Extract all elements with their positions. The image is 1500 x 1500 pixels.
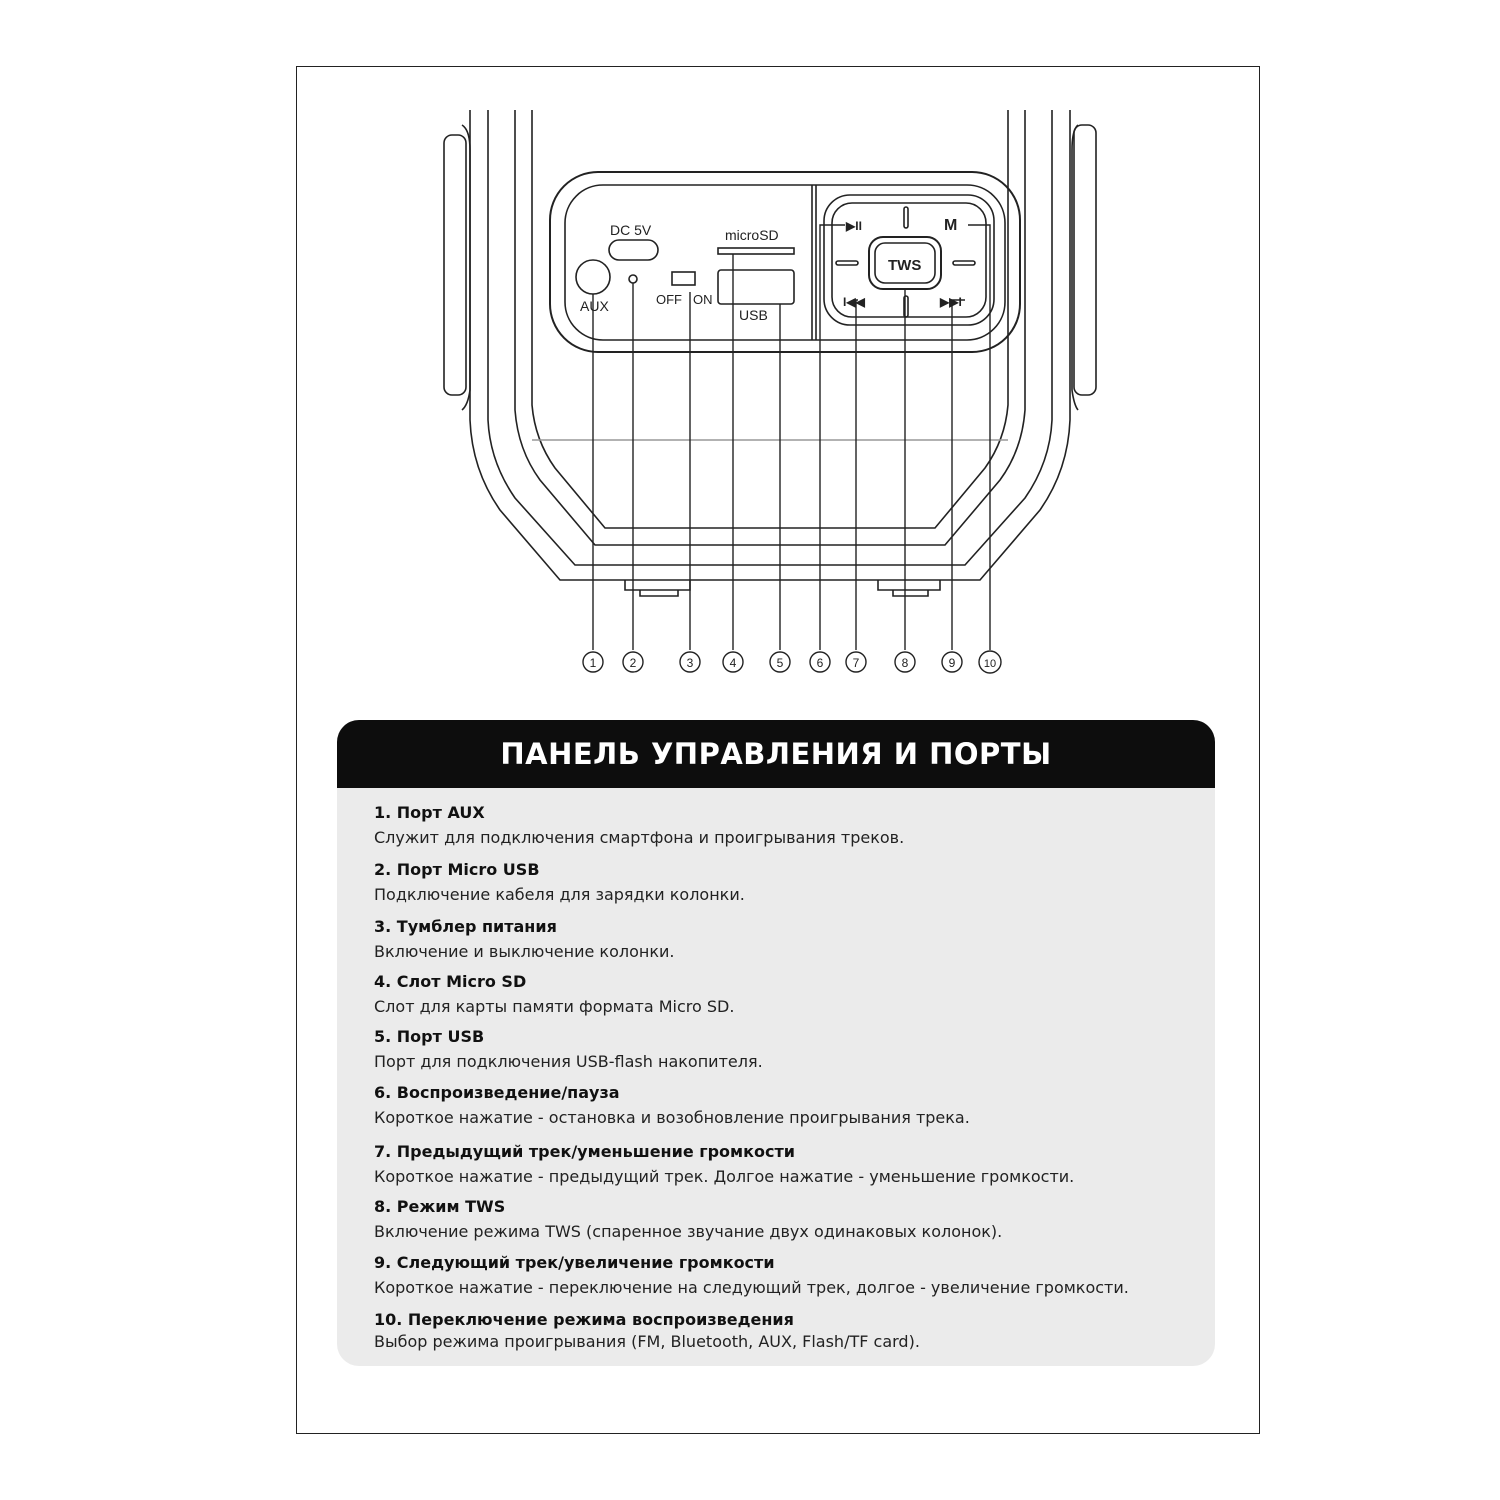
- list-item: 2. Порт Micro USB Подключение кабеля для…: [374, 860, 745, 905]
- list-item: 3. Тумблер питания Включение и выключени…: [374, 917, 675, 962]
- on-label: ON: [693, 292, 713, 307]
- list-item: 1. Порт AUX Служит для подключения смарт…: [374, 803, 904, 848]
- item-title: 7. Предыдущий трек/уменьшение громкости: [374, 1142, 795, 1161]
- control-panel-outline: [549, 171, 1021, 353]
- previous-track-icon: I◀◀: [843, 295, 866, 309]
- callout-2: 2: [630, 656, 637, 670]
- dc-label: DC 5V: [610, 222, 652, 238]
- usb-port: [717, 269, 795, 305]
- item-description: Короткое нажатие - переключение на следу…: [374, 1278, 1129, 1297]
- aux-port: [575, 259, 611, 295]
- item-title: 10. Переключение режима воспроизведения: [374, 1310, 794, 1329]
- power-switch: [671, 271, 696, 286]
- item-description: Включение режима TWS (спаренное звучание…: [374, 1222, 1003, 1241]
- callout-10: 10: [984, 658, 996, 670]
- description-panel: [337, 788, 1215, 1366]
- item-description: Подключение кабеля для зарядки колонки.: [374, 885, 745, 904]
- list-item: 10. Переключение режима воспроизведения …: [374, 1310, 920, 1352]
- off-label: OFF: [656, 292, 682, 307]
- list-item: 8. Режим TWS Включение режима TWS (спаре…: [374, 1197, 1002, 1242]
- list-item: 7. Предыдущий трек/уменьшение громкости …: [374, 1142, 1074, 1187]
- item-description: Включение и выключение колонки.: [374, 942, 675, 961]
- callout-3: 3: [687, 656, 694, 670]
- item-title: 8. Режим TWS: [374, 1197, 506, 1216]
- button-cluster: [823, 194, 995, 326]
- aux-label: AUX: [580, 298, 609, 314]
- item-title: 2. Порт Micro USB: [374, 860, 540, 879]
- callout-8: 8: [902, 656, 909, 670]
- list-item: 6. Воспроизведение/пауза Короткое нажати…: [374, 1083, 970, 1128]
- mode-label: M: [944, 217, 957, 234]
- item-description: Выбор режима проигрывания (FM, Bluetooth…: [374, 1332, 920, 1351]
- page-frame: [296, 66, 1260, 1434]
- callout-6: 6: [817, 656, 824, 670]
- item-title: 3. Тумблер питания: [374, 917, 557, 936]
- item-title: 5. Порт USB: [374, 1027, 485, 1046]
- item-description: Служит для подключения смартфона и проиг…: [374, 828, 905, 847]
- microsd-slot: [717, 247, 795, 255]
- item-title: 4. Слот Micro SD: [374, 972, 527, 991]
- callout-4: 4: [730, 656, 737, 670]
- list-item: 5. Порт USB Порт для подключения USB-fla…: [374, 1027, 763, 1072]
- play-pause-icon: ▶II: [845, 219, 862, 233]
- item-description: Короткое нажатие - предыдущий трек. Долг…: [374, 1167, 1075, 1186]
- speaker-outer-outline: [469, 110, 1071, 581]
- item-title: 9. Следующий трек/увеличение громкости: [374, 1253, 775, 1272]
- usb-label: USB: [739, 307, 768, 323]
- item-description: Короткое нажатие - остановка и возобновл…: [374, 1108, 970, 1127]
- section-title: ПАНЕЛЬ УПРАВЛЕНИЯ И ПОРТЫ: [337, 720, 1215, 788]
- microsd-label: microSD: [725, 227, 779, 243]
- next-track-icon: ▶▶I: [939, 295, 962, 309]
- item-title: 6. Воспроизведение/пауза: [374, 1083, 620, 1102]
- item-description: Слот для карты памяти формата Micro SD.: [374, 997, 735, 1016]
- callout-leaders: [592, 224, 991, 650]
- callout-5: 5: [777, 656, 784, 670]
- list-item: 9. Следующий трек/увеличение громкости К…: [374, 1253, 1129, 1298]
- item-description: Порт для подключения USB-flash накопител…: [374, 1052, 763, 1071]
- speaker-panel-diagram: DC 5V microSD AUX OFF ON USB TWS M ▶II I…: [443, 110, 1097, 674]
- callout-9: 9: [949, 656, 956, 670]
- tws-label: TWS: [888, 257, 921, 274]
- callout-7: 7: [853, 656, 860, 670]
- dc-port: [608, 239, 659, 261]
- list-item: 4. Слот Micro SD Слот для карты памяти ф…: [374, 972, 734, 1017]
- led-indicator: [628, 274, 638, 284]
- item-title: 1. Порт AUX: [374, 803, 485, 822]
- callout-1: 1: [590, 656, 597, 670]
